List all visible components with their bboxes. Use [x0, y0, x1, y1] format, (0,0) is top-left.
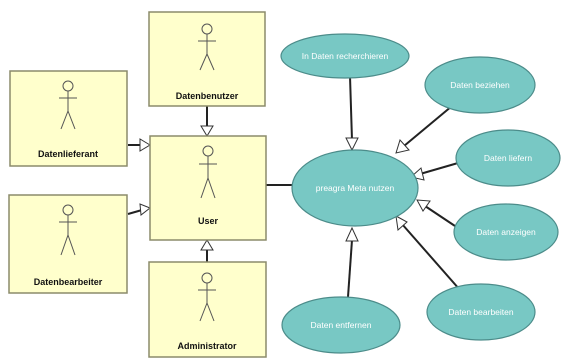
edge-recherchieren-main [349, 75, 353, 141]
use-case-shape [426, 283, 536, 341]
edge-bearbeiten-main [401, 223, 461, 291]
actor-administrator[interactable]: Administrator [148, 261, 267, 358]
edge-liefern-main [419, 162, 459, 175]
actor-box [9, 70, 128, 167]
generalization-arrow [139, 138, 151, 152]
generalization-arrow [200, 125, 214, 137]
use-case-shape [424, 56, 536, 114]
actor-box [149, 135, 267, 241]
actor-datenlieferant[interactable]: Datenlieferant [9, 70, 128, 167]
edge-beziehen-main [403, 105, 453, 147]
include-arrow [395, 215, 408, 231]
use-case-shape [281, 296, 401, 354]
include-arrow [416, 199, 431, 212]
use-case-shape [291, 149, 419, 227]
actor-label: Datenlieferant [38, 149, 98, 159]
use-case-bearbeiten[interactable]: Daten bearbeiten [426, 283, 536, 341]
actor-figure-icon [59, 204, 77, 256]
actor-figure-icon [198, 272, 216, 322]
include-arrow [345, 226, 359, 242]
use-case-liefern[interactable]: Daten liefern [455, 129, 561, 187]
use-case-label: preagra Meta nutzen [316, 183, 395, 193]
actor-box [148, 11, 266, 107]
actor-box [8, 194, 128, 294]
use-case-label: Daten beziehen [450, 80, 510, 90]
actor-user[interactable]: User [149, 135, 267, 241]
use-case-shape [455, 129, 561, 187]
use-case-recherchieren[interactable]: In Daten recherchieren [280, 33, 410, 79]
actor-label: Datenbenutzer [176, 91, 239, 101]
actor-label: Datenbearbeiter [34, 277, 103, 287]
actor-datenbenutzer[interactable]: Datenbenutzer [148, 11, 266, 107]
actor-datenbearbeiter[interactable]: Datenbearbeiter [8, 194, 128, 294]
edge-anzeigen-main [424, 205, 456, 227]
actor-label: User [198, 216, 219, 226]
actor-figure-icon [199, 145, 217, 199]
actor-figure-icon [198, 23, 216, 71]
edge-entfernen-main [347, 239, 353, 298]
actor-figure-icon [59, 80, 77, 130]
use-case-label: Daten entfernen [311, 320, 372, 330]
generalization-arrow [200, 239, 214, 251]
use-case-main[interactable]: preagra Meta nutzen [291, 149, 419, 227]
actor-box [148, 261, 267, 358]
use-case-anzeigen[interactable]: Daten anzeigen [453, 203, 559, 261]
edge-datenbearbeiter-user [127, 209, 143, 215]
use-case-label: Daten liefern [484, 153, 532, 163]
use-case-beziehen[interactable]: Daten beziehen [424, 56, 536, 114]
use-case-entfernen[interactable]: Daten entfernen [281, 296, 401, 354]
use-case-label: Daten bearbeiten [448, 307, 513, 317]
use-case-shape [453, 203, 559, 261]
include-arrow [395, 139, 410, 154]
use-case-label: Daten anzeigen [476, 227, 536, 237]
actor-label: Administrator [177, 341, 237, 351]
use-case-shape [280, 33, 410, 79]
generalization-arrow [139, 203, 151, 216]
connectors [127, 75, 461, 298]
include-arrow [345, 137, 359, 152]
use-case-label: In Daten recherchieren [302, 51, 389, 61]
